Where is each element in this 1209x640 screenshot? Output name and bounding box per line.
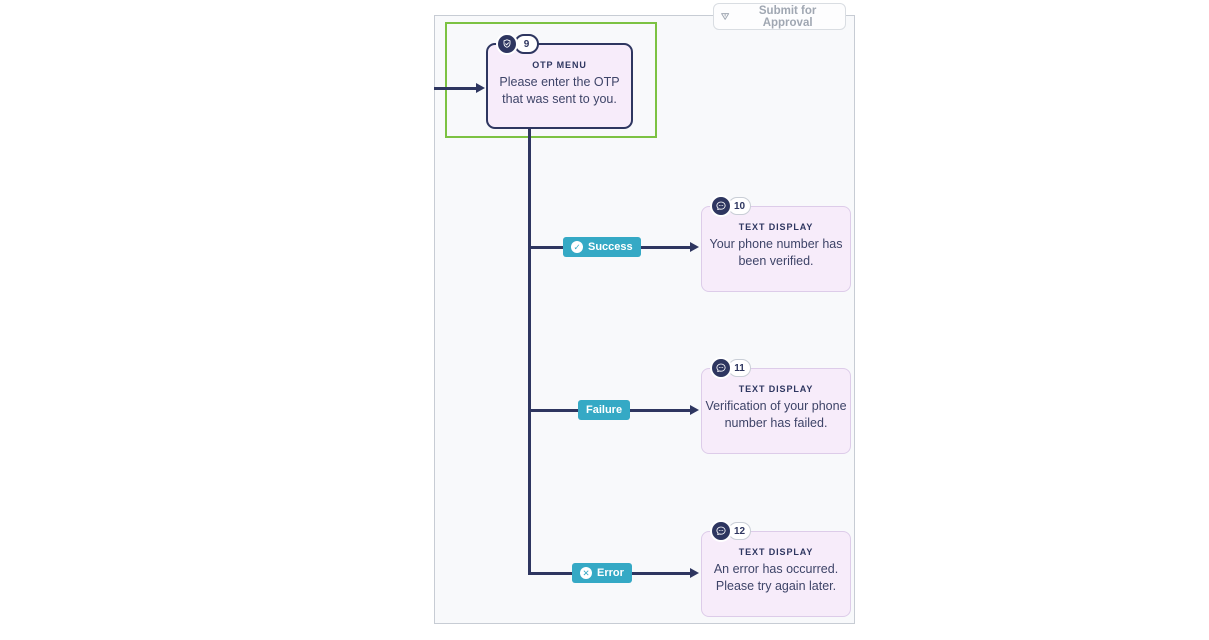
submit-for-approval-label: Submit for Approval [758,4,817,29]
selection-highlight [445,22,657,138]
branch-label: Success [588,241,633,253]
chat-bubble-icon [710,357,732,379]
node-number-badge: 12 [728,522,751,540]
error-branch-arrowhead [690,568,699,578]
node-text: An error has occurred. Please try again … [713,562,839,594]
submit-for-approval-button[interactable]: Submit for Approval [713,3,846,30]
failure-branch-arrowhead [690,405,699,415]
shield-check-icon [496,33,518,55]
node-otp-menu[interactable]: 9 OTP MENU Please enter the OTP that was… [486,33,633,129]
incoming-connector-line [434,87,476,90]
node-badges: 12 [710,520,751,542]
incoming-connector-arrowhead [476,83,485,93]
send-down-icon [721,13,730,20]
node-text-display-error[interactable]: 12 TEXT DISPLAY An error has occurred. P… [701,520,851,617]
branch-label: Error [597,567,624,579]
node-text: Your phone number has been verified. [709,237,843,269]
node-type-label: TEXT DISPLAY [738,222,814,232]
branch-label: Failure [586,404,623,416]
x-circle-icon: ✕ [580,567,592,579]
node-type-label: TEXT DISPLAY [738,384,814,394]
node-badges: 9 [496,33,539,55]
branch-pill-failure[interactable]: Failure [578,400,631,420]
chat-bubble-icon [710,195,732,217]
branch-pill-error[interactable]: ✕ Error [572,563,632,583]
success-branch-arrowhead [690,242,699,252]
flow-canvas[interactable]: ✓ Success Failure ✕ Error 9 OTP MENU Ple… [434,15,855,624]
trunk-connector-line [528,129,531,574]
node-text: Please enter the OTP that was sent to yo… [499,75,620,107]
node-badges: 11 [710,357,751,379]
branch-pill-success[interactable]: ✓ Success [563,237,641,257]
node-badges: 10 [710,195,751,217]
node-text-display-success[interactable]: 10 TEXT DISPLAY Your phone number has be… [701,195,851,292]
node-text: Verification of your phone number has fa… [705,399,847,431]
node-type-label: OTP MENU [532,60,587,70]
node-text-display-failure[interactable]: 11 TEXT DISPLAY Verification of your pho… [701,357,851,454]
node-type-label: TEXT DISPLAY [738,547,814,557]
chat-bubble-icon [710,520,732,542]
check-circle-icon: ✓ [571,241,583,253]
